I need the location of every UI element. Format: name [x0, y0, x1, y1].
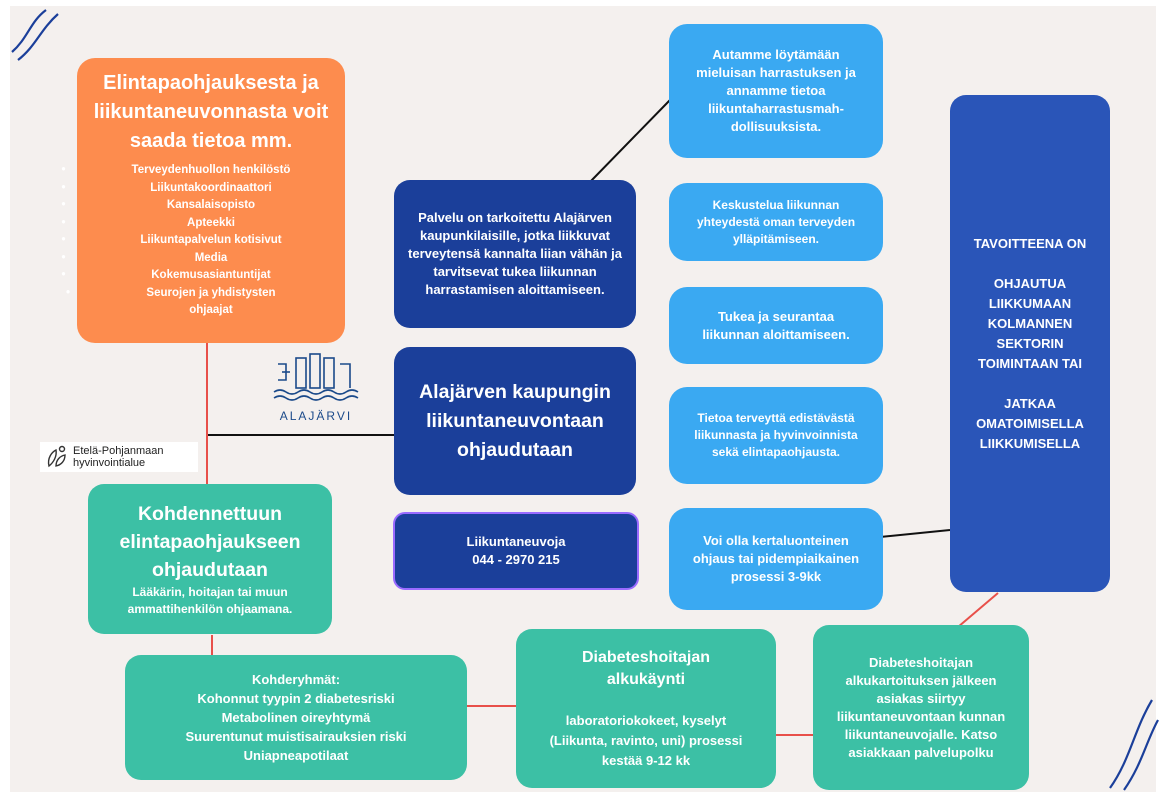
- alajarvi-logo-icon: [273, 353, 359, 401]
- support-box-hobby: Autamme löytämään mieluisan harrastuksen…: [669, 24, 883, 158]
- list-item: Suurentunut muistisairauksien riski: [185, 729, 407, 744]
- support-text: Voi olla kertaluonteinen ohjaus tai pide…: [692, 533, 860, 584]
- alajarvi-logo: ALAJÄRVI: [270, 352, 362, 424]
- main-referral-box: Alajärven kaupungin liikuntaneuvontaan o…: [394, 347, 636, 495]
- list-item: Apteekki: [62, 215, 291, 233]
- target-groups-title: Kohderyhmät:: [251, 672, 341, 687]
- list-item: Kohonnut tyypin 2 diabetesriski: [197, 691, 395, 706]
- leaf-icon: [47, 445, 66, 468]
- contact-title: Liikuntaneuvoja: [466, 534, 566, 549]
- list-item: Liikuntakoordinaattori: [62, 180, 291, 198]
- target-groups-box: Kohderyhmät: Kohonnut tyypin 2 diabetesr…: [125, 655, 467, 780]
- contact-box[interactable]: Liikuntaneuvoja 044 - 2970 215: [393, 512, 639, 590]
- connector-right-to-goal: [879, 529, 951, 538]
- alajarvi-logo-text: ALAJÄRVI: [279, 409, 353, 423]
- service-description-box: Palvelu on tarkoitettu Alajärven kaupunk…: [394, 180, 636, 328]
- support-text: Tukea ja seurantaa liikunnan aloittamise…: [702, 308, 850, 342]
- support-text: Autamme löytämään mieluisan harrastuksen…: [696, 47, 856, 134]
- targeted-subtitle: Lääkärin, hoitajan tai muun ammattihenki…: [127, 585, 293, 616]
- contact-phone[interactable]: 044 - 2970 215: [472, 552, 560, 567]
- support-text: Tietoa terveyttä edistävästä liikunnasta…: [694, 411, 858, 459]
- list-item: Kokemusasiantuntijat: [62, 267, 291, 285]
- info-sources-box: Elintapaohjauksesta ja liikuntaneuvonnas…: [62, 58, 345, 343]
- targeted-guidance-box: Kohdennettuun elintapaohjaukseen ohjaudu…: [88, 484, 332, 634]
- support-box-start: Tukea ja seurantaa liikunnan aloittamise…: [669, 287, 883, 364]
- list-item: Seurojen ja yhdistysten ohjaajat: [66, 285, 286, 320]
- list-item: Terveydenhuollon henkilöstö: [62, 162, 291, 180]
- list-item: Kansalaisopisto: [62, 197, 291, 215]
- diabetes-visit-body: laboratoriokokeet, kyselyt (Liikunta, ra…: [549, 712, 743, 768]
- diabetes-followup-text: Diabeteshoitajan alkukartoituksen jälkee…: [836, 654, 1006, 760]
- region-logo-line1: Etelä-Pohjanmaan: [73, 445, 164, 457]
- region-logo: Etelä-Pohjanmaan hyvinvointialue: [40, 442, 198, 472]
- support-text: Keskustelua liikunnan yhteydestä oman te…: [696, 197, 856, 246]
- list-item: Media: [62, 250, 291, 268]
- list-item: Liikuntapalvelun kotisivut: [62, 232, 291, 250]
- list-item: Metabolinen oireyhtymä: [221, 710, 371, 725]
- connector-followup-to-goal: [957, 592, 999, 628]
- connector-service-to-right: [589, 99, 671, 183]
- wave-decoration-top-left: [11, 9, 59, 61]
- support-box-info: Tietoa terveyttä edistävästä liikunnasta…: [669, 387, 883, 484]
- info-box-title: Elintapaohjauksesta ja liikuntaneuvonnas…: [93, 72, 329, 152]
- info-sources-list: Terveydenhuollon henkilöstö Liikuntakoor…: [62, 162, 291, 320]
- goal-text-1: TAVOITTEENA ON: [973, 235, 1087, 251]
- targeted-title: Kohdennettuun elintapaohjaukseen ohjaudu…: [119, 503, 301, 581]
- main-referral-text: Alajärven kaupungin liikuntaneuvontaan o…: [419, 380, 611, 461]
- goal-text-2: OHJAUTUA LIIKKUMAAN KOLMANNEN SEKTORIN T…: [978, 275, 1082, 371]
- diabetes-visit-box: Diabeteshoitajan alkukäynti laboratoriok…: [516, 629, 776, 788]
- diabetes-followup-box: Diabeteshoitajan alkukartoituksen jälkee…: [813, 625, 1029, 790]
- wave-decoration-bottom-right: [1109, 699, 1159, 791]
- goal-box: TAVOITTEENA ON OHJAUTUA LIIKKUMAAN KOLMA…: [950, 95, 1110, 592]
- service-description-text: Palvelu on tarkoitettu Alajärven kaupunk…: [408, 210, 622, 297]
- diabetes-visit-title: Diabeteshoitajan alkukäynti: [581, 648, 711, 688]
- support-box-duration: Voi olla kertaluonteinen ohjaus tai pide…: [669, 508, 883, 610]
- region-logo-line2: hyvinvointialue: [73, 457, 146, 469]
- list-item: Uniapneapotilaat: [243, 748, 349, 763]
- support-box-health: Keskustelua liikunnan yhteydestä oman te…: [669, 183, 883, 261]
- goal-text-3: JATKAA OMATOIMISELLA LIIKKUMISELLA: [976, 395, 1084, 451]
